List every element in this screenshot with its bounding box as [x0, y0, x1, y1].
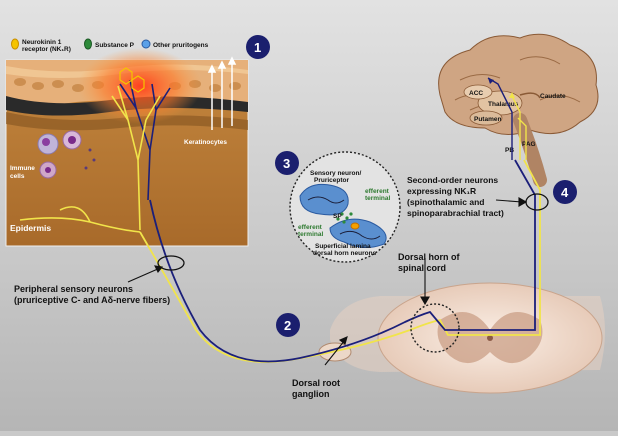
brain: ACC Thalamus Putamen Caudate PB PAG: [438, 33, 599, 187]
acc: [463, 84, 493, 100]
spinal-cord: [330, 282, 605, 394]
dorsal-horn-zoom-circle: [410, 303, 460, 353]
immune-cells: [37, 130, 96, 179]
drg-label-2: ganglion: [292, 389, 330, 399]
step-2-marker: [276, 313, 300, 337]
step-1-label: 1: [254, 40, 261, 55]
peripheral-nerve-fibers: [139, 159, 541, 363]
step-4-marker: [553, 180, 577, 204]
inset-sensory-label-1: Sensory neuron/: [310, 170, 361, 177]
synapse-inset: Sensory neuron/ Pruriceptor efferent ter…: [289, 151, 401, 263]
nk1r-legend-icon: [11, 38, 19, 50]
step-3-marker: [275, 151, 299, 175]
legend: Neurokinin 1 receptor (NK₁R) Substance P…: [11, 38, 209, 53]
thalamus-label: Thalamus: [488, 101, 519, 108]
inset-sp-label: SP: [333, 213, 342, 220]
acc-label: ACC: [469, 90, 483, 97]
brain-pathways: [487, 77, 527, 160]
inset-efferent-top-2: terminal: [365, 195, 390, 202]
inset-lamina-label-2: dorsal horn neurons: [313, 250, 377, 257]
pb-label: PB: [505, 147, 514, 154]
inset-sensory-label-2: Pruriceptor: [314, 177, 350, 184]
legend-nk1r-2: receptor (NK₁R): [22, 46, 71, 53]
blue-fiber: [149, 159, 536, 363]
itch-hotspot: [78, 48, 202, 124]
substance-p-legend-icon: [84, 38, 92, 50]
sensory-neuron-terminal: [299, 183, 349, 216]
putamen-label: Putamen: [474, 116, 501, 123]
peripheral-neurons-label-2: (pruriceptive C- and Aδ-nerve fibers): [14, 295, 170, 305]
immune-cells-label-1: Immune: [10, 165, 35, 172]
second-order-label-3: (spinothalamic and: [407, 197, 484, 207]
drg-label-1: Dorsal root: [292, 378, 340, 388]
second-order-label-2: expressing NK₁R: [407, 186, 476, 196]
nk1r-receptors: [119, 67, 145, 93]
step-3-label: 3: [283, 156, 290, 171]
inset-lamina-label-1: Superficial lamina: [315, 243, 371, 250]
inset-efferent-bottom-1: efferent: [298, 224, 323, 231]
other-pruritogens-legend-icon: [141, 39, 151, 49]
legend-other: Other pruritogens: [153, 42, 209, 49]
step-4-label: 4: [561, 185, 569, 200]
immune-cells-label-2: cells: [10, 173, 25, 180]
epidermis-label: Epidermis: [10, 223, 51, 233]
legend-nk1r: Neurokinin 1: [22, 39, 62, 46]
second-order-label-1: Second-order neurons: [407, 175, 498, 185]
caudate: [519, 92, 541, 99]
step-markers: 1 2 3 4: [246, 35, 577, 337]
peripheral-neurons-label-1: Peripheral sensory neurons: [14, 284, 133, 294]
pag-label: PAG: [522, 141, 536, 148]
inset-efferent-bottom-2: terminal: [298, 231, 323, 238]
dorsal-horn-label-1: Dorsal horn of: [398, 252, 461, 262]
putamen: [469, 110, 503, 126]
skin-panel: Immune cells Keratinocytes Epidermis: [5, 48, 249, 247]
legend-substance-p: Substance P: [95, 42, 135, 49]
second-order-label-4: spinoparabrachial tract): [407, 208, 504, 218]
leader-arrows: [127, 197, 528, 366]
skin-nerve-endings: [19, 79, 171, 233]
peripheral-bundle-ring: [157, 255, 185, 271]
step-2-label: 2: [284, 318, 291, 333]
keratinocyte-arrows: [207, 56, 237, 130]
keratinocytes-label: Keratinocytes: [184, 139, 227, 146]
inset-nk1r: [350, 222, 360, 230]
inset-efferent-top-1: efferent: [365, 188, 390, 195]
step-1-marker: [246, 35, 270, 59]
dorsal-horn-label-2: spinal cord: [398, 263, 446, 273]
caudate-label: Caudate: [540, 93, 566, 100]
